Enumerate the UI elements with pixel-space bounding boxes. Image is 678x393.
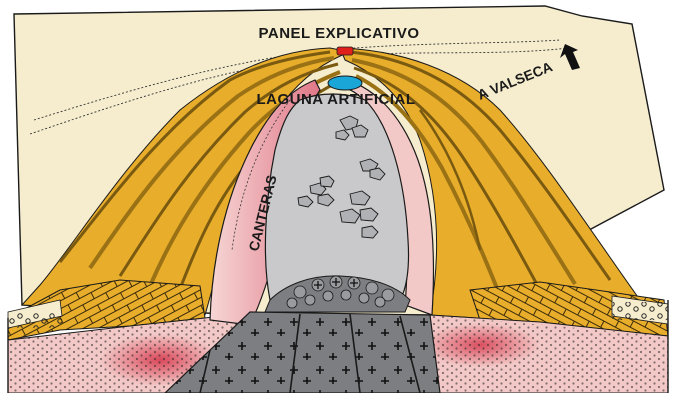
red-marker-icon: [337, 47, 353, 55]
label-panel-explicativo: PANEL EXPLICATIVO: [258, 25, 419, 42]
label-laguna-artificial: LAGUNA ARTIFICIAL: [256, 91, 415, 108]
lagoon-shape: [328, 76, 362, 90]
